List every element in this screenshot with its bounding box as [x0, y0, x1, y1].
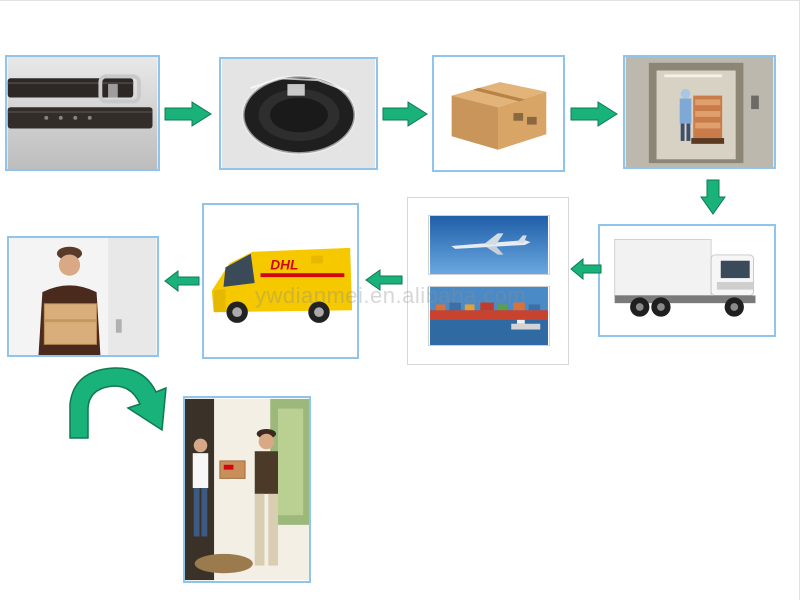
arrow-right-1-icon [164, 101, 212, 127]
jet-plane-illustration [430, 216, 548, 274]
warehouse-elevator-illustration [625, 57, 774, 167]
cardboard-box-illustration [434, 57, 563, 170]
arrow-right-3-icon [570, 101, 618, 127]
step-1-belt-image [5, 55, 160, 171]
step-9-doorstep-delivery-image [183, 396, 311, 583]
step-6-freight-group [407, 197, 569, 365]
curved-arrow-icon [66, 364, 178, 440]
leather-belt-illustration [7, 57, 158, 169]
cargo-truck-illustration [601, 226, 773, 335]
step-4-warehouse-elevator-image [623, 55, 776, 169]
dhl-logo-text: DHL [270, 257, 298, 272]
step-5-cargo-truck-image [598, 224, 776, 337]
arrow-right-2-icon [382, 101, 428, 127]
dhl-van-illustration: DHL [204, 205, 357, 357]
page-top-border [0, 0, 800, 1]
step-8-courier-image [7, 236, 159, 357]
doorstep-delivery-illustration [185, 398, 309, 581]
step-3-cardboard-box-image [432, 55, 565, 172]
step-7-dhl-van-image: DHL [202, 203, 359, 359]
sea-freight-image [428, 286, 550, 346]
arrow-left-2-icon [365, 269, 403, 291]
step-2-bagged-belt-image [219, 57, 378, 170]
cargo-ship-illustration [430, 287, 548, 345]
arrow-down-icon [700, 179, 726, 215]
watermark-text: ywdianmei.en.alibaba.com [255, 283, 527, 308]
courier-with-box-illustration [9, 238, 157, 355]
air-freight-image [428, 215, 550, 275]
arrow-left-3-icon [164, 270, 200, 292]
arrow-left-1-icon [570, 258, 602, 280]
bagged-belt-illustration [221, 59, 376, 168]
